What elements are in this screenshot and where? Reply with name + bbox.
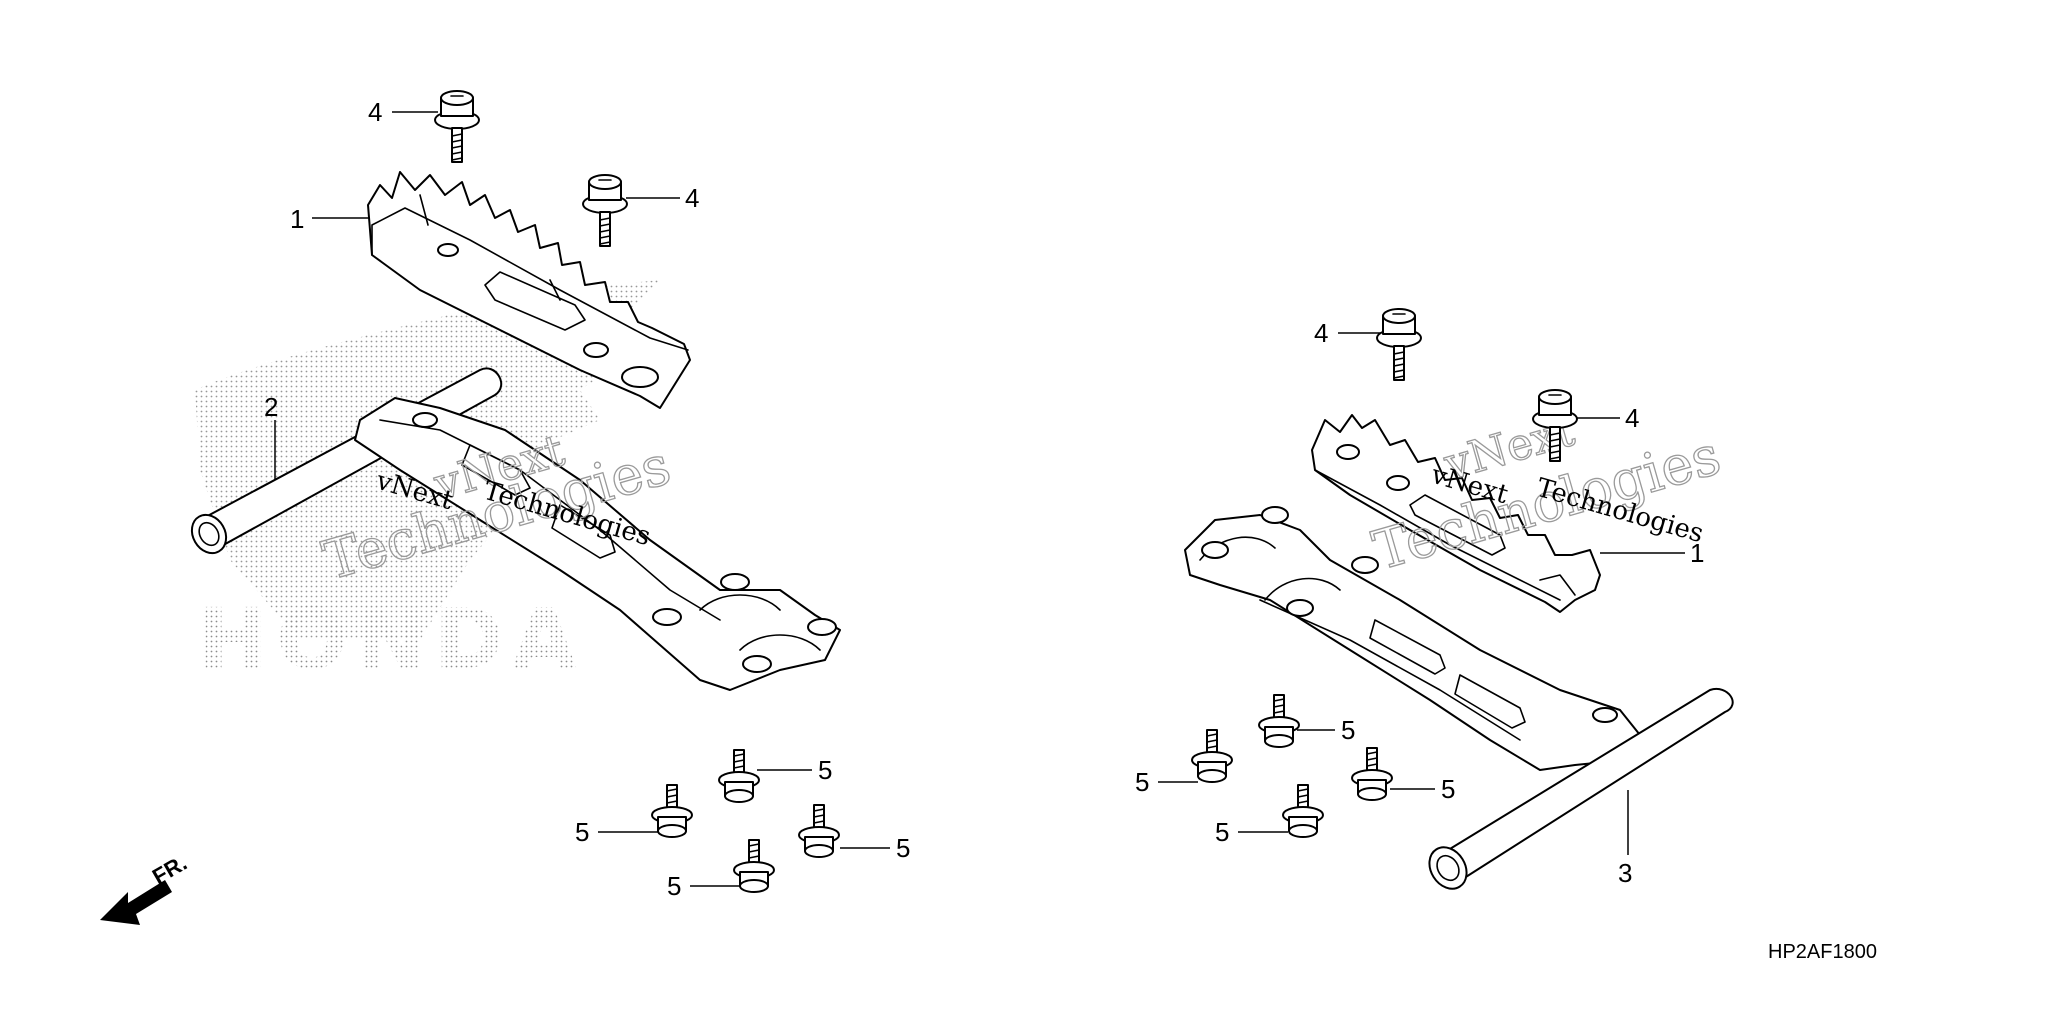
bolt-4a bbox=[434, 90, 480, 163]
screw-5d bbox=[733, 839, 775, 893]
callout-labels: 4 4 1 2 4 4 1 3 5 5 5 5 5 5 5 5 bbox=[264, 97, 1704, 901]
callout-4-top-middle: 4 bbox=[685, 183, 699, 213]
left-step-plate bbox=[367, 171, 691, 409]
callout-5-d: 5 bbox=[667, 871, 681, 901]
callout-1-left: 1 bbox=[290, 204, 304, 234]
callout-5-c: 5 bbox=[896, 833, 910, 863]
callout-5-h: 5 bbox=[1215, 817, 1229, 847]
callout-5-a: 5 bbox=[818, 755, 832, 785]
screw-5f bbox=[1191, 729, 1233, 783]
right-step-bar bbox=[1184, 506, 1734, 890]
bolt-4c bbox=[1376, 308, 1422, 381]
callout-5-f: 5 bbox=[1135, 767, 1149, 797]
screw-5b bbox=[651, 784, 693, 838]
callout-5-g: 5 bbox=[1441, 774, 1455, 804]
bolt-4b bbox=[582, 174, 628, 247]
front-direction-marker: FR. bbox=[100, 850, 191, 925]
callout-5-b: 5 bbox=[575, 817, 589, 847]
front-label: FR. bbox=[148, 850, 191, 889]
honda-logo-text: HONDA bbox=[198, 590, 585, 688]
diagram-code: HP2AF1800 bbox=[1768, 941, 1877, 963]
screw-5h bbox=[1282, 784, 1324, 838]
callout-2: 2 bbox=[264, 392, 278, 422]
screw-5a bbox=[718, 749, 760, 803]
callout-1-right: 1 bbox=[1690, 538, 1704, 568]
callout-4-right-lower: 4 bbox=[1625, 403, 1639, 433]
front-arrow-icon bbox=[100, 880, 172, 925]
leader-lines bbox=[274, 111, 1685, 887]
callout-4-top-left: 4 bbox=[368, 97, 382, 127]
callout-5-e: 5 bbox=[1341, 715, 1355, 745]
callout-3: 3 bbox=[1618, 858, 1632, 888]
left-step-bar bbox=[190, 367, 841, 691]
screw-5c bbox=[798, 804, 840, 858]
screw-5e bbox=[1258, 694, 1300, 748]
screw-5g bbox=[1351, 747, 1393, 801]
right-step-plate bbox=[1311, 414, 1601, 613]
callout-4-right-upper: 4 bbox=[1314, 318, 1328, 348]
